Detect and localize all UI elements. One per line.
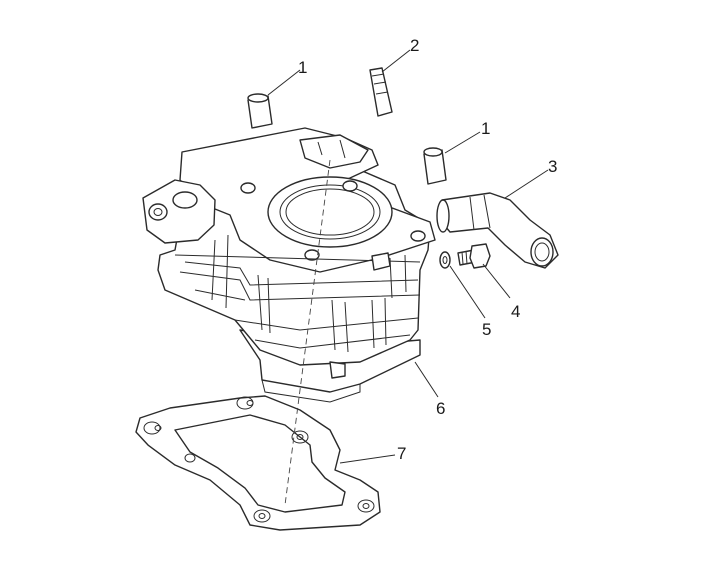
callout-1-right: 1 [481, 119, 490, 138]
callout-5: 5 [482, 320, 491, 339]
callout-7: 7 [397, 444, 406, 463]
chain-guide [369, 67, 393, 117]
callout-6: 6 [436, 399, 445, 418]
callout-4: 4 [511, 302, 520, 321]
dowel-pin-left [247, 93, 273, 129]
callout-labels: 1 2 1 3 4 5 6 7 [298, 36, 557, 463]
cylinder-block [142, 127, 436, 506]
callout-3: 3 [548, 157, 557, 176]
water-outlet-elbow [436, 192, 559, 269]
bolt [457, 243, 491, 269]
dowel-pin-right [423, 147, 447, 185]
base-gasket [135, 395, 381, 531]
leader-lines [267, 49, 549, 464]
callout-2: 2 [410, 36, 419, 55]
callout-1-top-left: 1 [298, 58, 307, 77]
washer [439, 251, 451, 269]
